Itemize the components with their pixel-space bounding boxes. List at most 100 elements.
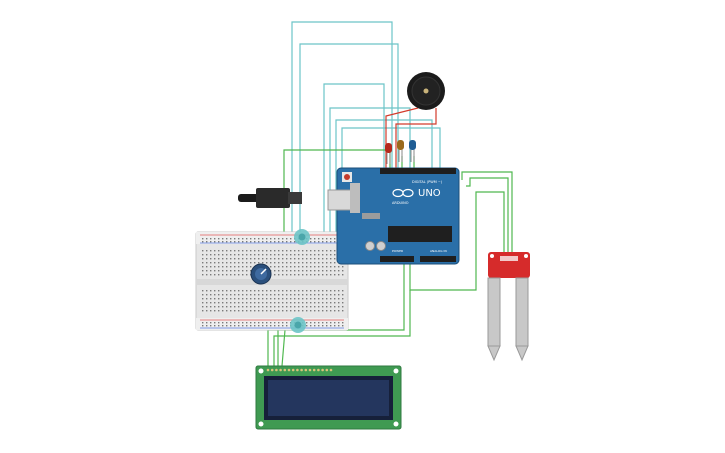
breadboard-hole[interactable]	[202, 302, 204, 304]
breadboard-hole[interactable]	[294, 266, 296, 268]
breadboard-hole[interactable]	[218, 322, 220, 324]
lcd-pin[interactable]	[275, 368, 278, 372]
breadboard-hole[interactable]	[210, 258, 212, 260]
breadboard-hole[interactable]	[210, 274, 212, 276]
breadboard-hole[interactable]	[266, 322, 268, 324]
breadboard-hole[interactable]	[310, 290, 312, 292]
breadboard-hole[interactable]	[290, 306, 292, 308]
breadboard-hole[interactable]	[234, 306, 236, 308]
breadboard-hole[interactable]	[290, 298, 292, 300]
breadboard-hole[interactable]	[210, 270, 212, 272]
breadboard-hole[interactable]	[298, 258, 300, 260]
breadboard-hole[interactable]	[226, 322, 228, 324]
breadboard-hole[interactable]	[238, 302, 240, 304]
breadboard-hole[interactable]	[298, 290, 300, 292]
breadboard-hole[interactable]	[282, 298, 284, 300]
breadboard-hole[interactable]	[254, 250, 256, 252]
breadboard-hole[interactable]	[234, 238, 236, 240]
breadboard-hole[interactable]	[238, 270, 240, 272]
breadboard-hole[interactable]	[238, 274, 240, 276]
breadboard-hole[interactable]	[326, 310, 328, 312]
breadboard-hole[interactable]	[218, 294, 220, 296]
breadboard-hole[interactable]	[310, 310, 312, 312]
breadboard-hole[interactable]	[274, 250, 276, 252]
breadboard-hole[interactable]	[270, 294, 272, 296]
lcd-pin[interactable]	[325, 368, 329, 372]
breadboard-hole[interactable]	[250, 262, 252, 264]
breadboard-hole[interactable]	[270, 322, 272, 324]
breadboard-hole[interactable]	[342, 290, 344, 292]
breadboard-hole[interactable]	[246, 262, 248, 264]
wire-teal-3[interactable]	[323, 83, 385, 236]
breadboard-hole[interactable]	[334, 306, 336, 308]
breadboard-hole[interactable]	[242, 325, 244, 327]
breadboard-hole[interactable]	[278, 302, 280, 304]
breadboard-hole[interactable]	[270, 254, 272, 256]
breadboard-hole[interactable]	[322, 274, 324, 276]
breadboard-hole[interactable]	[202, 306, 204, 308]
breadboard-hole[interactable]	[334, 266, 336, 268]
breadboard-hole[interactable]	[214, 254, 216, 256]
breadboard-hole[interactable]	[318, 266, 320, 268]
breadboard-hole[interactable]	[314, 274, 316, 276]
lcd-pin[interactable]	[329, 368, 333, 372]
breadboard-hole[interactable]	[302, 306, 304, 308]
breadboard-hole[interactable]	[338, 322, 340, 324]
breadboard-hole[interactable]	[290, 250, 292, 252]
breadboard-hole[interactable]	[310, 294, 312, 296]
breadboard-hole[interactable]	[326, 322, 328, 324]
breadboard-hole[interactable]	[242, 270, 244, 272]
breadboard-hole[interactable]	[322, 241, 324, 243]
breadboard-hole[interactable]	[226, 262, 228, 264]
breadboard-hole[interactable]	[270, 250, 272, 252]
breadboard-hole[interactable]	[278, 254, 280, 256]
breadboard-hole[interactable]	[210, 241, 212, 243]
breadboard-hole[interactable]	[222, 322, 224, 324]
breadboard-hole[interactable]	[298, 294, 300, 296]
breadboard-hole[interactable]	[206, 258, 208, 260]
breadboard-hole[interactable]	[234, 298, 236, 300]
breadboard-hole[interactable]	[314, 254, 316, 256]
breadboard-hole[interactable]	[234, 254, 236, 256]
breadboard-hole[interactable]	[206, 238, 208, 240]
breadboard-hole[interactable]	[246, 274, 248, 276]
breadboard-hole[interactable]	[274, 254, 276, 256]
breadboard-hole[interactable]	[210, 302, 212, 304]
breadboard-hole[interactable]	[278, 266, 280, 268]
breadboard-hole[interactable]	[318, 310, 320, 312]
breadboard-hole[interactable]	[342, 310, 344, 312]
breadboard-hole[interactable]	[330, 322, 332, 324]
breadboard-hole[interactable]	[254, 294, 256, 296]
breadboard-hole[interactable]	[242, 262, 244, 264]
led-blue[interactable]	[409, 140, 416, 162]
breadboard-hole[interactable]	[238, 325, 240, 327]
breadboard-hole[interactable]	[278, 310, 280, 312]
breadboard-hole[interactable]	[274, 302, 276, 304]
led-amber[interactable]	[397, 140, 404, 162]
breadboard-hole[interactable]	[322, 254, 324, 256]
breadboard-hole[interactable]	[334, 270, 336, 272]
breadboard-hole[interactable]	[202, 250, 204, 252]
breadboard-hole[interactable]	[326, 266, 328, 268]
breadboard-hole[interactable]	[258, 262, 260, 264]
breadboard-hole[interactable]	[334, 298, 336, 300]
breadboard-hole[interactable]	[302, 298, 304, 300]
breadboard-hole[interactable]	[266, 241, 268, 243]
breadboard-hole[interactable]	[254, 241, 256, 243]
digital-header[interactable]	[380, 168, 456, 174]
breadboard-hole[interactable]	[278, 290, 280, 292]
breadboard-hole[interactable]	[242, 258, 244, 260]
breadboard-hole[interactable]	[274, 294, 276, 296]
breadboard-hole[interactable]	[278, 238, 280, 240]
breadboard-hole[interactable]	[302, 262, 304, 264]
breadboard-hole[interactable]	[222, 294, 224, 296]
breadboard-hole[interactable]	[202, 262, 204, 264]
breadboard-hole[interactable]	[314, 266, 316, 268]
breadboard-hole[interactable]	[306, 298, 308, 300]
breadboard-hole[interactable]	[262, 306, 264, 308]
breadboard-hole[interactable]	[310, 270, 312, 272]
breadboard-hole[interactable]	[306, 254, 308, 256]
breadboard-hole[interactable]	[258, 302, 260, 304]
breadboard-hole[interactable]	[326, 306, 328, 308]
breadboard-hole[interactable]	[302, 266, 304, 268]
